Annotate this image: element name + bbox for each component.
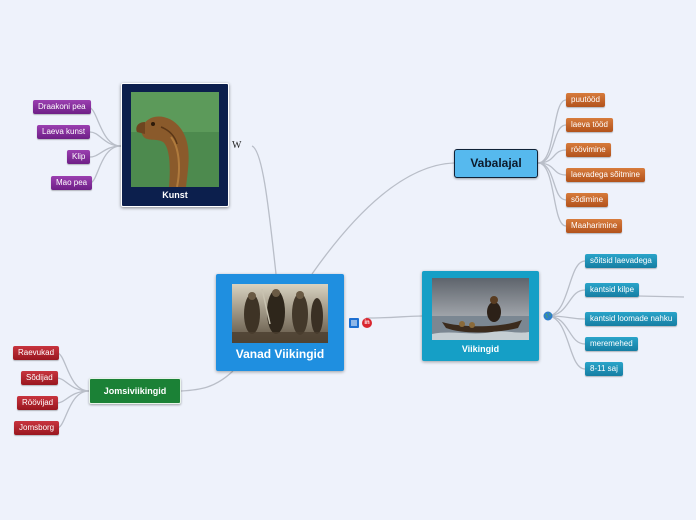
central-topic[interactable]: Vanad Viikingid [216, 274, 344, 371]
leaf-roovijad[interactable]: Röövijad [17, 396, 59, 410]
leaf-sodijad[interactable]: Sõdijad [21, 371, 58, 385]
leaf-raevukad[interactable]: Raevukad [13, 346, 60, 360]
leaf-roovimine[interactable]: röövimine [566, 143, 611, 157]
topic-kunst-title: Kunst [162, 190, 188, 200]
topic-viikingid-title: Viikingid [461, 344, 500, 354]
globe-icon[interactable] [543, 311, 553, 321]
leaf-8-11-saj[interactable]: 8-11 saj [585, 362, 623, 376]
leaf-laeva-kunst[interactable]: Laeva kunst [37, 125, 91, 139]
leaf-laeva-tood[interactable]: laeva tööd [566, 118, 613, 132]
leaf-maaharimine[interactable]: Maaharimine [566, 219, 623, 233]
leaf-mao-pea[interactable]: Mao pea [51, 176, 93, 190]
leaf-laevadega-soitmine[interactable]: laevadega sõitmine [566, 168, 645, 182]
leaf-meremehed[interactable]: meremehed [585, 337, 638, 351]
topic-kunst[interactable]: Kunst [121, 83, 229, 207]
topic-viikingid[interactable]: Viikingid [422, 271, 539, 361]
viking-boat-image [432, 278, 529, 340]
leaf-kantsid-kilpe[interactable]: kantsid kilpe [585, 283, 640, 297]
topic-vabalajal[interactable]: Vabalajal [454, 149, 538, 178]
topic-jomsiviikingid[interactable]: Jomsiviikingid [89, 378, 181, 404]
central-topic-title: Vanad Viikingid [235, 347, 325, 361]
leaf-sodimine[interactable]: sõdimine [566, 193, 609, 207]
leaf-draakoni-pea[interactable]: Draakoni pea [33, 100, 91, 114]
wikipedia-icon[interactable]: W [232, 140, 242, 151]
viking-warriors-image [232, 284, 328, 343]
leaf-kantsid-loomade-nahku[interactable]: kantsid loomade nahku [585, 312, 678, 326]
leaf-jomsborg[interactable]: Jomsborg [14, 421, 60, 435]
leaf-klip[interactable]: Klip [67, 150, 91, 164]
leaf-puutood[interactable]: puutööd [566, 93, 605, 107]
badge-icon[interactable]: in [362, 318, 372, 328]
leaf-soitsid-laevadega[interactable]: sõitsid laevadega [585, 254, 657, 268]
dragon-head-carving-image [131, 92, 219, 187]
notes-icon[interactable] [349, 318, 359, 328]
